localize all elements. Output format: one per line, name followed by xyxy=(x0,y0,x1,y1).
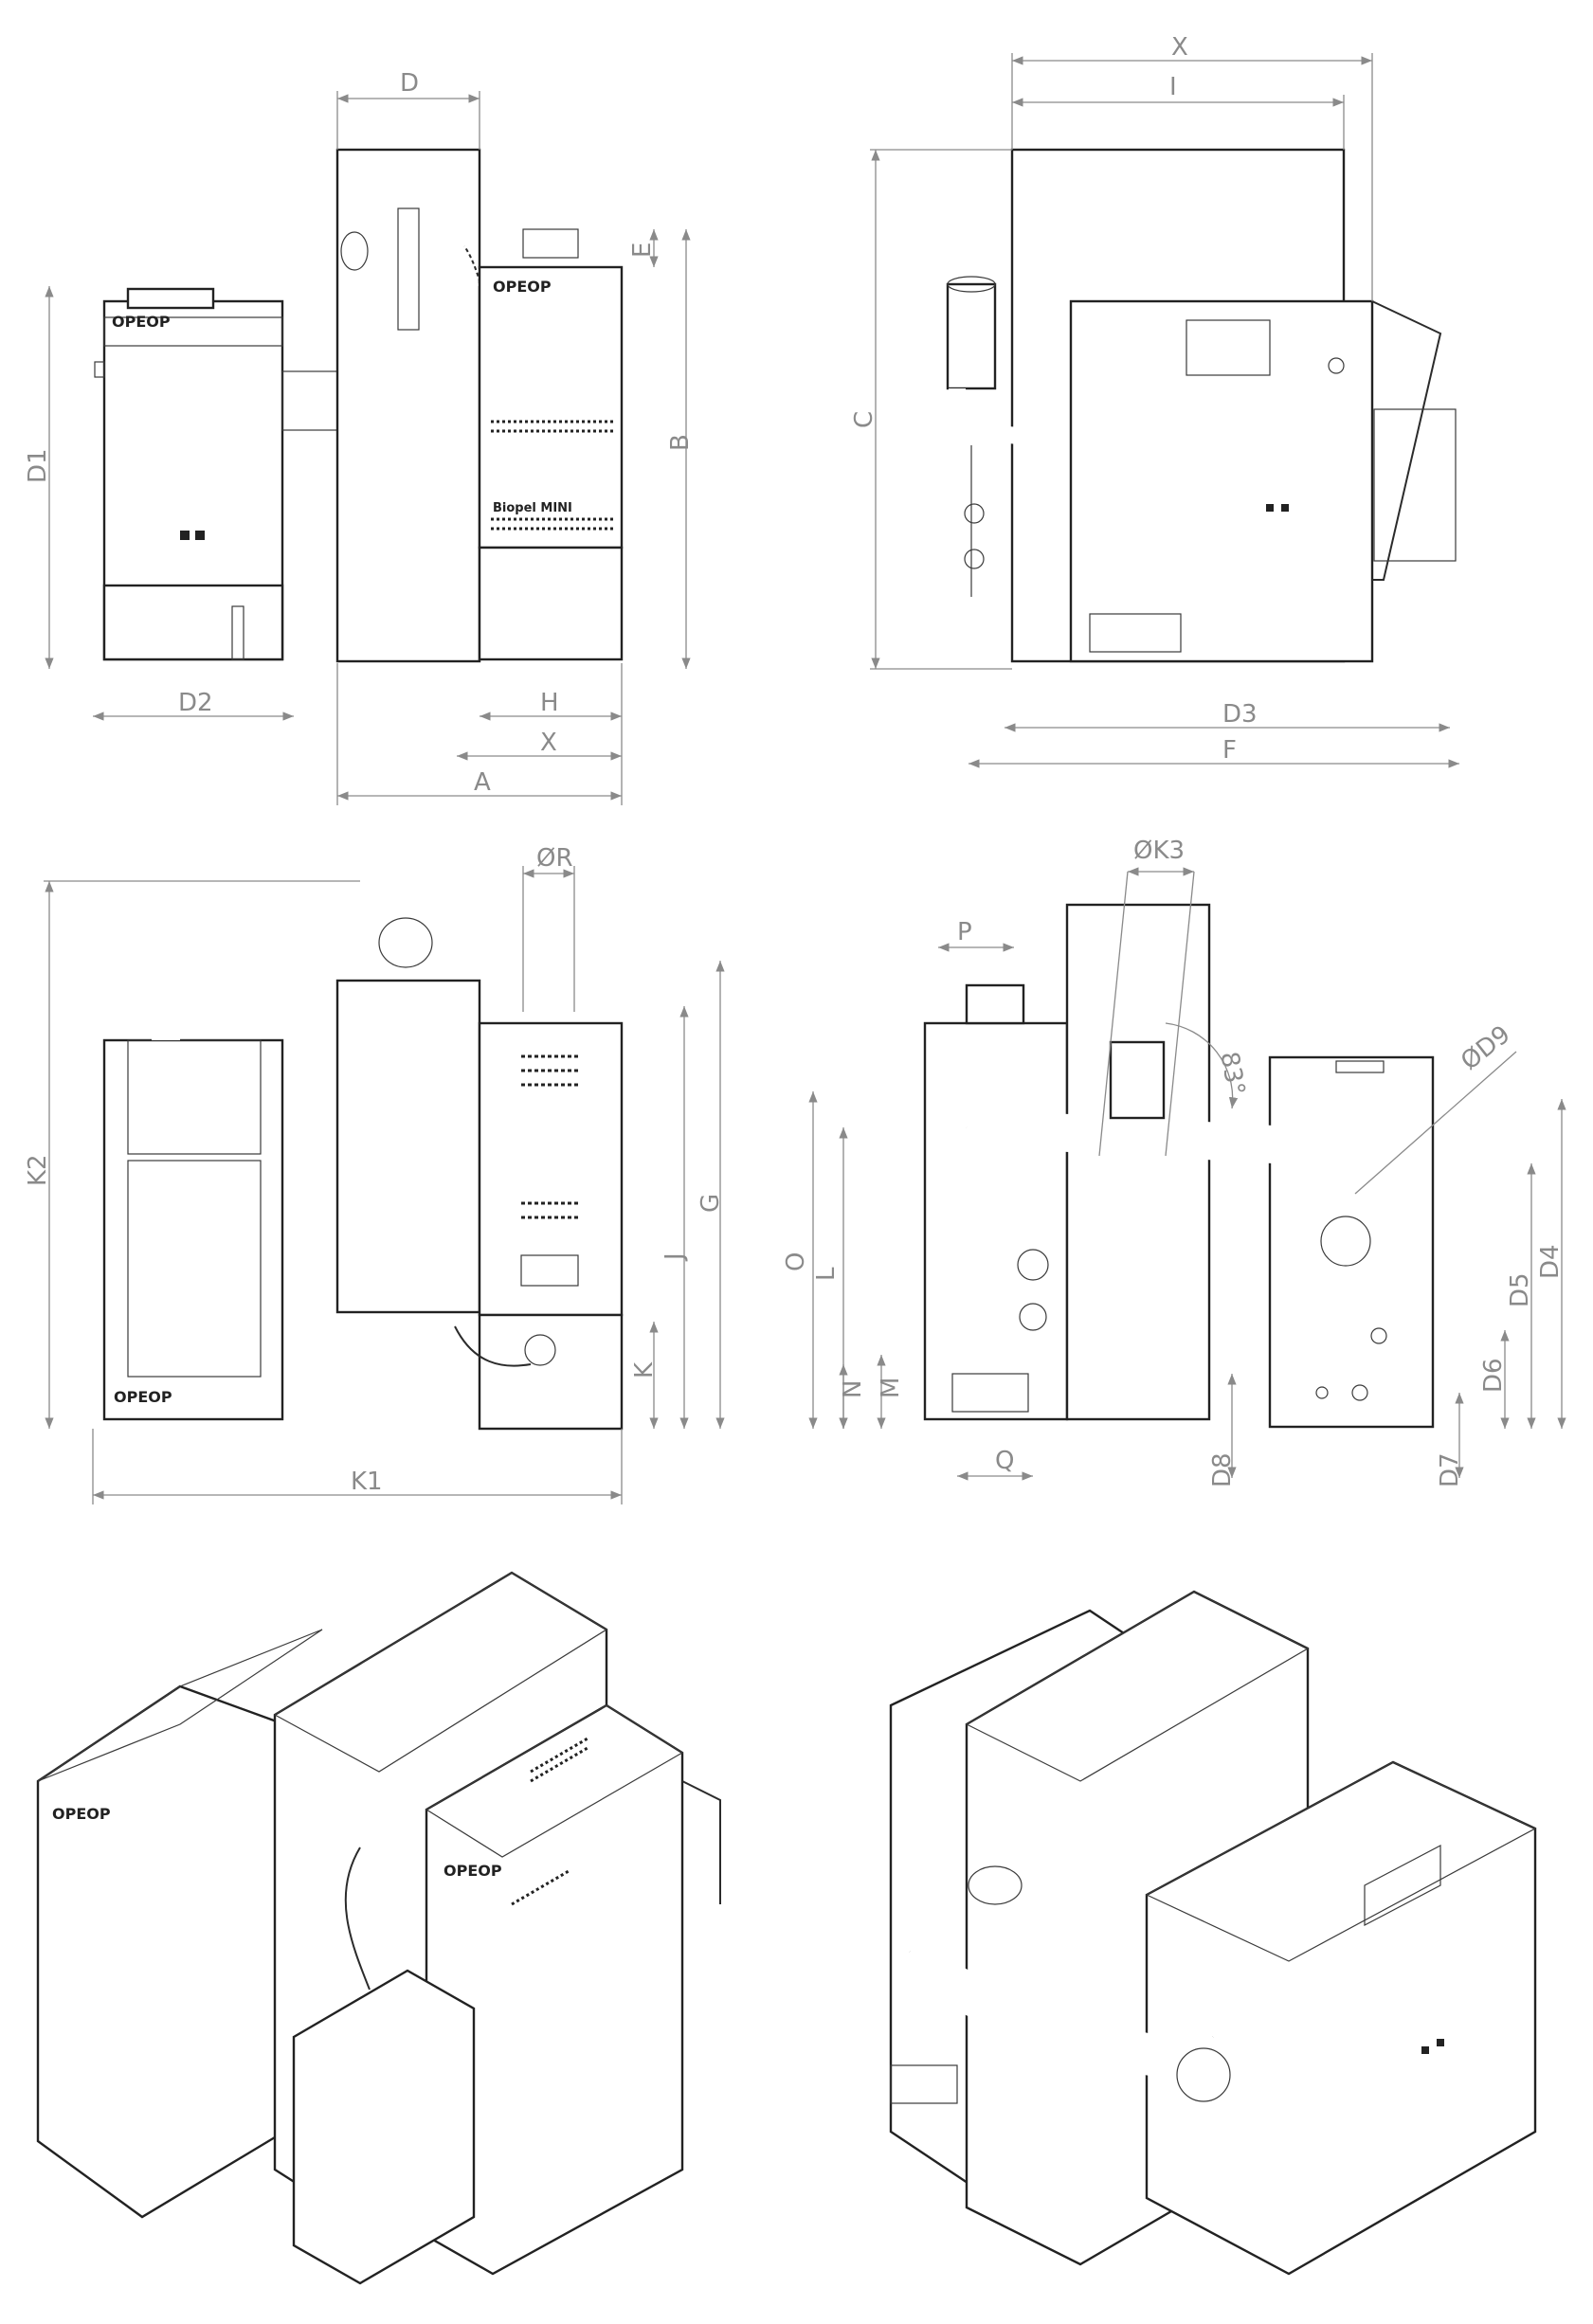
iso-rear-emblem xyxy=(1421,2039,1444,2054)
view-isometric-rear xyxy=(889,1590,1537,2276)
pellet-hopper xyxy=(335,148,481,663)
label-H: H xyxy=(540,689,559,717)
logo-top-view: OPEOP xyxy=(114,1388,172,1406)
label-Q: Q xyxy=(995,1447,1014,1475)
view-front: OPEOP OPEOP Biopel MINI xyxy=(24,69,695,805)
view-isometric-front: OPEOP OPEOP xyxy=(36,1571,721,2285)
label-X-front: X xyxy=(540,729,557,757)
label-A: A xyxy=(474,768,491,797)
label-D6: D6 xyxy=(1479,1358,1508,1393)
label-J: J xyxy=(661,1252,689,1262)
side-dimension-lines xyxy=(870,53,1459,768)
secondary-boiler-top-handle xyxy=(126,287,215,310)
dimension-lines xyxy=(45,91,691,805)
connector-pipe xyxy=(281,370,338,431)
label-D2: D2 xyxy=(178,689,213,717)
rear-inspection-port xyxy=(1320,1216,1371,1267)
label-X-side: X xyxy=(1171,33,1188,62)
rear-dimension-lines xyxy=(808,867,1566,1481)
rear-hopper xyxy=(1065,903,1211,1421)
duct-damper xyxy=(378,917,433,968)
view-rear: P ØK3 83° ØD9 O L N M Q D4 D5 D6 D7 D8 xyxy=(782,837,1566,1487)
rear-left-unit xyxy=(923,1021,1069,1421)
label-D4: D4 xyxy=(1536,1244,1565,1279)
logo-burner: OPEOP xyxy=(493,278,552,296)
side-emblem xyxy=(1266,504,1289,512)
label-K: K xyxy=(630,1361,659,1378)
control-panel-display xyxy=(522,228,579,259)
ventilation-grille xyxy=(491,420,614,531)
label-N: N xyxy=(839,1380,867,1398)
secondary-boiler-base xyxy=(102,584,284,661)
iso-feeder xyxy=(292,1969,476,2285)
label-M: M xyxy=(877,1378,905,1398)
model-label: Biopel MINI xyxy=(493,501,572,515)
top-hopper xyxy=(335,979,481,1314)
label-K2: K2 xyxy=(24,1154,52,1186)
label-OD9: ØD9 xyxy=(1456,1020,1515,1076)
label-C: C xyxy=(850,411,878,428)
iso-flue-opening xyxy=(968,1865,1023,1905)
flue-stack xyxy=(946,282,997,390)
top-grilles xyxy=(521,1054,578,1219)
label-OR: ØR xyxy=(536,844,573,873)
view-top: OPEOP ØR K2 G J xyxy=(24,844,725,1504)
burner-base xyxy=(478,546,624,661)
rear-boiler xyxy=(1268,1055,1435,1429)
small-emblem xyxy=(180,531,205,540)
label-P: P xyxy=(957,918,972,946)
label-OK3: ØK3 xyxy=(1133,837,1185,865)
label-D8: D8 xyxy=(1208,1452,1237,1487)
label-B: B xyxy=(666,434,695,451)
label-I: I xyxy=(1169,73,1177,101)
top-burner xyxy=(478,1021,624,1317)
view-side: X I C D3 F xyxy=(850,33,1459,768)
label-D3: D3 xyxy=(1222,700,1258,729)
label-F: F xyxy=(1222,736,1237,765)
label-D7: D7 xyxy=(1436,1452,1464,1487)
label-D: D xyxy=(400,69,419,98)
burner-unit xyxy=(478,265,624,549)
label-D5: D5 xyxy=(1506,1272,1534,1307)
top-secondary-boiler xyxy=(102,1038,284,1421)
label-K1: K1 xyxy=(351,1468,383,1496)
label-E: E xyxy=(628,243,657,258)
label-L: L xyxy=(812,1267,841,1281)
logo-secondary-boiler: OPEOP xyxy=(112,313,171,331)
side-boiler-body xyxy=(1069,299,1374,663)
top-dimension-lines xyxy=(44,866,725,1504)
logo-iso-left: OPEOP xyxy=(52,1805,111,1823)
top-burner-base xyxy=(478,1313,624,1431)
label-D1: D1 xyxy=(24,448,52,483)
label-angle: 83° xyxy=(1215,1050,1251,1098)
logo-iso-burner: OPEOP xyxy=(444,1862,502,1880)
rear-flue-neck xyxy=(1109,1040,1166,1120)
label-G: G xyxy=(697,1194,725,1213)
label-O: O xyxy=(782,1252,810,1271)
